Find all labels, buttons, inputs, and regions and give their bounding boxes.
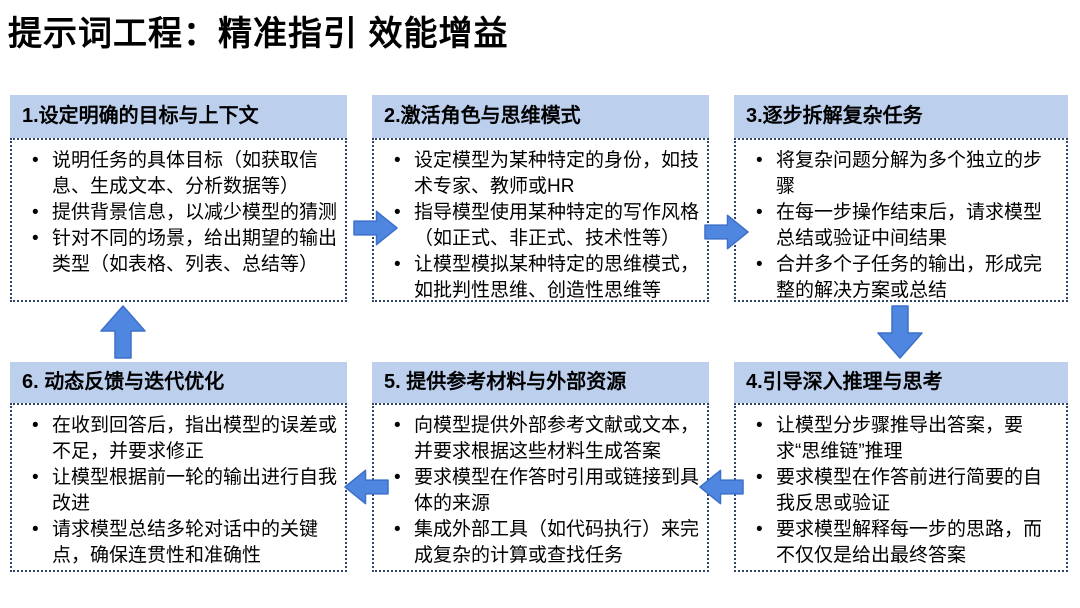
arrow-right-step2-to-step3-icon	[704, 213, 749, 251]
step-4-bullet-list: 让模型分步骤推导出答案，要求“思维链”推理 要求模型在作答前进行简要的自我反思或…	[744, 413, 1060, 569]
bullet-item: 要求模型在作答时引用或链接到具体的来源	[382, 465, 701, 517]
bullet-item: 要求模型在作答前进行简要的自我反思或验证	[744, 465, 1060, 517]
arrow-left-step5-to-step6-icon	[344, 468, 389, 506]
step-3-body: 将复杂问题分解为多个独立的步骤 在每一步操作结束后，请求模型总结或验证中间结果 …	[734, 138, 1068, 302]
bullet-item: 在每一步操作结束后，请求模型总结或验证中间结果	[744, 200, 1060, 252]
bullet-item: 要求模型解释每一步的思路，而不仅仅是给出最终答案	[744, 517, 1060, 569]
bullet-item: 让模型分步骤推导出答案，要求“思维链”推理	[744, 413, 1060, 465]
bullet-item: 指导模型使用某种特定的写作风格（如正式、非正式、技术性等）	[382, 200, 701, 252]
step-2-bullet-list: 设定模型为某种特定的身份，如技术专家、教师或HR 指导模型使用某种特定的写作风格…	[382, 148, 701, 304]
bullet-item: 在收到回答后，指出模型的误差或不足，并要求修正	[20, 413, 339, 465]
step-5-bullet-list: 向模型提供外部参考文献或文本，并要求根据这些材料生成答案 要求模型在作答时引用或…	[382, 413, 701, 569]
step-1-body: 说明任务的具体目标（如获取信息、生成文本、分析数据等） 提供背景信息，以减少模型…	[10, 138, 347, 302]
step-4-header: 4.引导深入推理与思考	[734, 362, 1068, 403]
step-1-box: 1.设定明确的目标与上下文 说明任务的具体目标（如获取信息、生成文本、分析数据等…	[10, 95, 347, 302]
bullet-item: 说明任务的具体目标（如获取信息、生成文本、分析数据等）	[20, 148, 339, 200]
step-1-bullet-list: 说明任务的具体目标（如获取信息、生成文本、分析数据等） 提供背景信息，以减少模型…	[20, 148, 339, 278]
step-6-box: 6. 动态反馈与迭代优化 在收到回答后，指出模型的误差或不足，并要求修正 让模型…	[10, 362, 347, 572]
step-6-bullet-list: 在收到回答后，指出模型的误差或不足，并要求修正 让模型根据前一轮的输出进行自我改…	[20, 413, 339, 569]
bullet-item: 将复杂问题分解为多个独立的步骤	[744, 148, 1060, 200]
bullet-item: 让模型模拟某种特定的思维模式，如批判性思维、创造性思维等	[382, 252, 701, 304]
step-3-box: 3.逐步拆解复杂任务 将复杂问题分解为多个独立的步骤 在每一步操作结束后，请求模…	[734, 95, 1068, 302]
step-5-box: 5. 提供参考材料与外部资源 向模型提供外部参考文献或文本，并要求根据这些材料生…	[372, 362, 709, 572]
arrow-right-step1-to-step2-icon	[353, 209, 398, 247]
step-4-body: 让模型分步骤推导出答案，要求“思维链”推理 要求模型在作答前进行简要的自我反思或…	[734, 403, 1068, 572]
step-3-header: 3.逐步拆解复杂任务	[734, 95, 1068, 138]
bullet-item: 集成外部工具（如代码执行）来完成复杂的计算或查找任务	[382, 517, 701, 569]
bullet-item: 针对不同的场景，给出期望的输出类型（如表格、列表、总结等）	[20, 226, 339, 278]
step-5-body: 向模型提供外部参考文献或文本，并要求根据这些材料生成答案 要求模型在作答时引用或…	[372, 403, 709, 572]
bullet-item: 提供背景信息，以减少模型的猜测	[20, 200, 339, 226]
step-6-header: 6. 动态反馈与迭代优化	[10, 362, 347, 403]
arrow-up-step6-to-step1-icon	[100, 305, 146, 359]
step-2-header: 2.激活角色与思维模式	[372, 95, 709, 138]
step-1-header: 1.设定明确的目标与上下文	[10, 95, 347, 138]
step-3-bullet-list: 将复杂问题分解为多个独立的步骤 在每一步操作结束后，请求模型总结或验证中间结果 …	[744, 148, 1060, 304]
step-4-box: 4.引导深入推理与思考 让模型分步骤推导出答案，要求“思维链”推理 要求模型在作…	[734, 362, 1068, 572]
step-2-body: 设定模型为某种特定的身份，如技术专家、教师或HR 指导模型使用某种特定的写作风格…	[372, 138, 709, 302]
page-title: 提示词工程：精准指引 效能增益	[8, 15, 509, 53]
bullet-item: 向模型提供外部参考文献或文本，并要求根据这些材料生成答案	[382, 413, 701, 465]
arrow-down-step3-to-step4-icon	[877, 305, 923, 359]
bullet-item: 请求模型总结多轮对话中的关键点，确保连贯性和准确性	[20, 517, 339, 569]
bullet-item: 让模型根据前一轮的输出进行自我改进	[20, 465, 339, 517]
bullet-item: 合并多个子任务的输出，形成完整的解决方案或总结	[744, 252, 1060, 304]
bullet-item: 设定模型为某种特定的身份，如技术专家、教师或HR	[382, 148, 701, 200]
step-5-header: 5. 提供参考材料与外部资源	[372, 362, 709, 403]
step-6-body: 在收到回答后，指出模型的误差或不足，并要求修正 让模型根据前一轮的输出进行自我改…	[10, 403, 347, 572]
arrow-left-step4-to-step5-icon	[699, 468, 744, 506]
step-2-box: 2.激活角色与思维模式 设定模型为某种特定的身份，如技术专家、教师或HR 指导模…	[372, 95, 709, 302]
